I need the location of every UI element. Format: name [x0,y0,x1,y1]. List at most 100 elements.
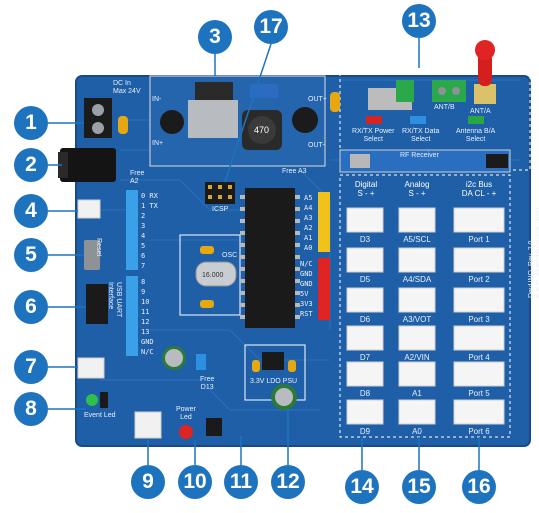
in-minus-label: IN- [152,96,162,103]
power-led [179,425,193,439]
digital-port-label: D5 [359,275,371,284]
callout-9: 9 [131,465,165,499]
power-led-label: Power Led [176,406,196,421]
callout-14: 14 [345,470,379,504]
rf-receiver-module [339,149,511,173]
pin-label: 7 [141,262,146,270]
pin-label: 11 [141,308,150,316]
crystal [195,261,237,287]
event-led-label: Event Led [84,412,116,419]
rx-tx-data-label: RX/TX Data Select [402,128,440,143]
antenna-connector [474,84,496,104]
event-led [86,394,98,406]
pin-label: 4 [141,232,146,240]
dc-barrel-jack [60,148,116,182]
osc-label: OSC [222,252,238,259]
i2c-column-title: i2c Bus DA CL - + [461,180,497,198]
ant-b-terminal [432,80,466,102]
callout-5: 5 [14,238,48,272]
callout-6: 6 [14,290,48,324]
digital-pin-header-bottom [126,276,138,356]
pin-label: 5 [141,242,146,250]
jumper-11 [206,418,222,436]
out-minus-label: OUT- [308,142,325,149]
antenna [478,52,492,86]
digital-column-title: Digital S - + [354,180,378,198]
analog-port-label: A5/SCL [403,235,431,244]
usb-uart-header [86,284,108,324]
pin-label: 9 [141,288,146,296]
rf-receiver-label: RF Receiver [400,152,439,159]
digital-port-label: D6 [359,315,371,324]
pin-label: 1 TX [141,202,158,210]
power-pin-label: N/C [300,260,313,268]
analog-port-label: A0 [412,427,422,436]
callout-15: 15 [402,470,436,504]
power-pin-header [318,258,330,320]
callout-1: 1 [14,106,48,140]
rev-text: DevUNO, Rev. 2.0 B.E.C. ELECTRONICS, 202… [528,206,539,298]
power-pin-label: GND [300,270,313,278]
ports-section-box [339,174,511,438]
usb-uart-label: USB UART Interface [107,282,122,318]
pin-label: 13 [141,328,150,336]
i2c-port-label: Port 6 [468,427,490,436]
callout-7: 7 [14,350,48,384]
pin-label: 6 [141,252,146,260]
digital-port-label: D8 [359,389,371,398]
inductor-label: 470 [254,125,270,135]
analog-pin-label: A2 [304,224,313,232]
analog-column-title: Analog S - + [404,180,430,198]
callout-3: 3 [198,20,232,54]
i2c-port-label: Port 1 [468,235,490,244]
free-a3-label: Free A3 [282,168,307,175]
pin-label: 2 [141,212,146,220]
conn-9 [134,411,162,439]
icsp-header [205,182,235,204]
analog-pin-label: A4 [304,204,313,212]
power-pin-label: GND [300,280,313,288]
ldo-regulator [262,352,284,370]
reset-label: Reset [95,238,102,257]
crystal-label: 16.000 [202,272,224,279]
reset-button [84,240,100,270]
ant-b-label: ANT/B [434,104,455,111]
conn-4 [77,199,101,219]
i2c-port-label: Port 2 [468,275,490,284]
digital-pin-header-top [126,190,138,270]
callout-16: 16 [462,470,496,504]
pin-label: 8 [141,278,146,286]
analog-pin-header [318,192,330,252]
callout-10: 10 [178,465,212,499]
pin-label: GND [141,338,154,346]
mcu-chip [245,188,295,328]
callout-17: 17 [254,10,288,44]
out-plus-label: OUT+ [308,96,327,103]
digital-port-label: D9 [359,427,371,436]
osc-box [179,234,241,316]
free-a2-label: Free A2 [130,170,145,185]
dc-in-label: DC In Max 24V [113,80,141,95]
i2c-port-label: Port 4 [468,353,490,362]
pin-label: 0 RX [141,192,158,200]
analog-pin-label: A1 [304,234,313,242]
analog-pin-label: A0 [304,244,313,252]
callout-12: 12 [271,465,305,499]
analog-pin-label: A5 [304,194,313,202]
in-plus-label: IN+ [152,140,164,147]
callout-4: 4 [14,194,48,228]
pin-label: 3 [141,222,146,230]
i2c-port-label: Port 5 [468,389,490,398]
callout-8: 8 [14,392,48,426]
conn-7 [77,357,105,379]
rx-tx-power-label: RX/TX Power Select [352,128,395,143]
power-pin-label: 5V [300,290,309,298]
analog-port-label: A1 [412,389,422,398]
antenna-select-label: Antenna B/A Select [456,128,496,143]
pin-label: 10 [141,298,150,306]
power-pin-label: RST [300,310,313,318]
digital-port-label: D7 [359,353,371,362]
pin-label: N/C [141,348,154,356]
callout-13: 13 [402,4,436,38]
